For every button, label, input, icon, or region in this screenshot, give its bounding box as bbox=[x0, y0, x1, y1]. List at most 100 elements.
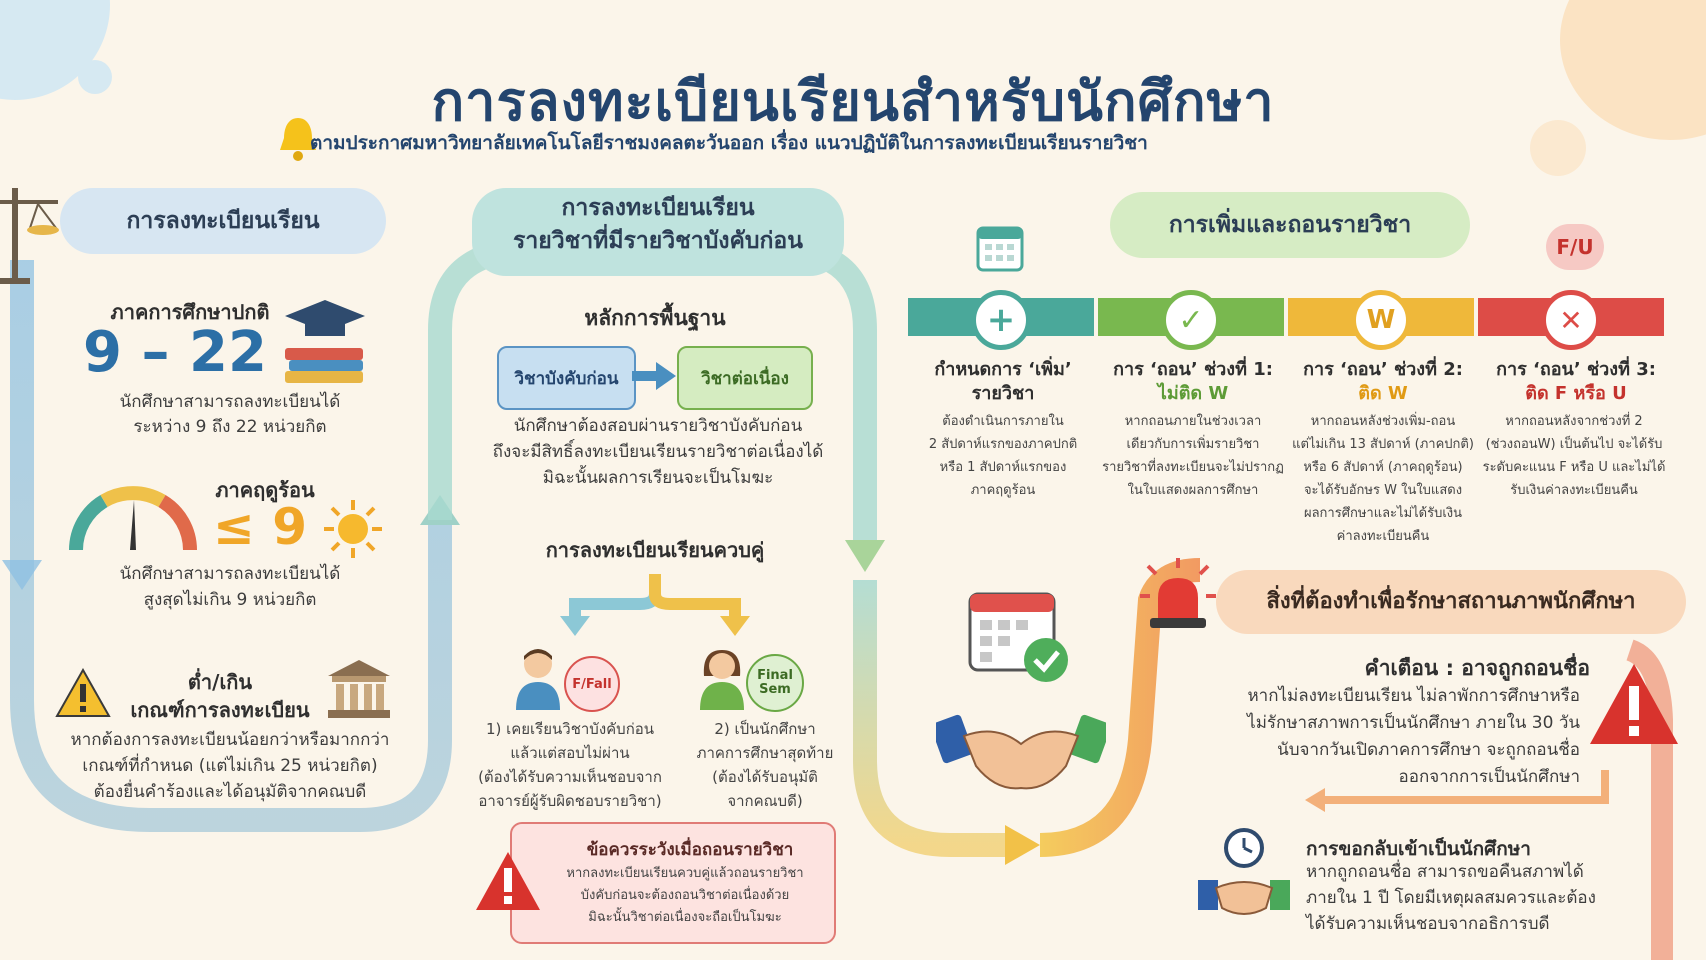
stage-drop1-line1: หากถอนภายในช่วงเวลา bbox=[1124, 414, 1262, 429]
criteria-desc-line3: ต้องยื่นคำร้องและได้อนุมัติจากคณบดี bbox=[93, 782, 367, 802]
scale-icon bbox=[0, 178, 70, 292]
caution-title: ข้อควรระวังเมื่อถอนรายวิชา bbox=[586, 840, 794, 860]
criteria-label-line2: เกณฑ์การลงทะเบียน bbox=[130, 698, 310, 722]
case2-line4: จากคณบดี) bbox=[727, 792, 803, 810]
calendar-check-icon bbox=[966, 584, 1076, 688]
student-male-icon bbox=[512, 646, 564, 714]
criteria-label-line1: ต่ำ/เกิน bbox=[187, 670, 253, 694]
fu-badge: F/U bbox=[1546, 224, 1604, 270]
stage-drop2-title-line2: ติด W bbox=[1358, 383, 1408, 404]
big-alert-icon bbox=[1588, 662, 1680, 750]
stage-drop2-line1: หากถอนหลังช่วงเพิ่ม-ถอน bbox=[1310, 414, 1456, 429]
graduation-books-icon bbox=[280, 298, 370, 392]
add-icon: + bbox=[971, 290, 1031, 350]
stage-drop1-line3: รายวิชาที่ลงทะเบียนจะไม่ปรากฏ bbox=[1102, 460, 1284, 475]
stage-drop1-title-line1: การ ‘ถอน’ ช่วงที่ 1: bbox=[1113, 359, 1273, 380]
stage-drop3-line2: (ช่วงถอนW) เป็นต้นไป จะได้รับ bbox=[1485, 437, 1663, 452]
stage-drop1-line2: เดียวกับการเพิ่มรายวิชา bbox=[1126, 437, 1260, 452]
stage-add-line2: 2 สัปดาห์แรกของภาคปกติ bbox=[928, 437, 1078, 452]
stage-drop1-title-line2: ไม่ติด W bbox=[1157, 383, 1229, 404]
bell-icon bbox=[276, 114, 320, 168]
basics-label: หลักการพื้นฐาน bbox=[584, 306, 726, 330]
bg-dot-right bbox=[1530, 120, 1586, 176]
prereq-course-box: วิชาบังคับก่อน bbox=[497, 346, 636, 410]
check-icon: ✓ bbox=[1161, 290, 1221, 350]
stage-drop3-title-line2: ติด F หรือ U bbox=[1525, 383, 1627, 404]
case1-line3: (ต้องได้รับความเห็นชอบจาก bbox=[478, 768, 662, 786]
page-title: การลงทะเบียนเรียนสำหรับนักศึกษา bbox=[431, 70, 1275, 133]
gauge-icon bbox=[68, 486, 198, 560]
warning-line4: ออกจากการเป็นนักศึกษา bbox=[1398, 767, 1580, 787]
clock-handshake-icon bbox=[1196, 826, 1292, 926]
prereq-heading-line1: การลงทะเบียนเรียน bbox=[561, 195, 755, 221]
bg-dot bbox=[78, 60, 112, 94]
stage-add-title-line2: รายวิชา bbox=[971, 383, 1035, 404]
split-arrows-icon bbox=[550, 574, 760, 648]
regular-desc-line1: นักศึกษาสามารถลงทะเบียนได้ bbox=[119, 392, 341, 412]
calendar-icon bbox=[976, 222, 1024, 276]
stage-drop3-line4: รับเงินค่าลงทะเบียนคืน bbox=[1510, 483, 1638, 498]
stage-drop1-line4: ในใบแสดงผลการศึกษา bbox=[1127, 483, 1259, 498]
stage-drop2-line6: ค่าลงทะเบียนคืน bbox=[1336, 529, 1430, 544]
case1-line2: แล้วแต่สอบไม่ผ่าน bbox=[510, 744, 630, 762]
final-sem-badge-line1: Final bbox=[757, 667, 793, 683]
add-drop-heading: การเพิ่มและถอนรายวิชา bbox=[1110, 192, 1470, 258]
fail-badge: F/Fall bbox=[564, 656, 620, 712]
case2-line1: 2) เป็นนักศึกษา bbox=[714, 720, 816, 738]
stage-drop2-line2: แต่ไม่เกิน 13 สัปดาห์ (ภาคปกติ) bbox=[1292, 437, 1474, 452]
return-line2: ภายใน 1 ปี โดยมีเหตุผลสมควรและต้อง bbox=[1306, 888, 1596, 908]
stage-drop2-line3: หรือ 6 สัปดาห์ (ภาคฤดูร้อน) bbox=[1303, 460, 1463, 475]
regular-desc-line2: ระหว่าง 9 ถึง 22 หน่วยกิต bbox=[133, 417, 327, 437]
stage-drop2-title-line1: การ ‘ถอน’ ช่วงที่ 2: bbox=[1303, 359, 1463, 380]
return-line3: ได้รับความเห็นชอบจากอธิการบดี bbox=[1306, 914, 1550, 934]
stage-add-line3: หรือ 1 สัปดาห์แรกของ bbox=[939, 460, 1067, 475]
stage-drop2-line4: จะได้รับอักษร W ในใบแสดง bbox=[1303, 483, 1463, 498]
stage-add-title-line1: กำหนดการ ‘เพิ่ม’ bbox=[934, 359, 1072, 380]
next-course-box: วิชาต่อเนื่อง bbox=[677, 346, 813, 410]
summer-semester-label: ภาคฤดูร้อน bbox=[215, 478, 315, 502]
stage-add-line4: ภาคฤดูร้อน bbox=[970, 483, 1036, 498]
basics-desc-line3: มิฉะนั้นผลการเรียนจะเป็นโมฆะ bbox=[542, 468, 774, 488]
criteria-desc-line1: หากต้องการลงทะเบียนน้อยกว่าหรือมากกว่า bbox=[70, 730, 390, 750]
final-sem-badge: Final Sem bbox=[746, 654, 804, 712]
arrow-right-icon bbox=[632, 362, 676, 394]
basics-desc-line2: ถึงจะมีสิทธิ์ลงทะเบียนเรียนรายวิชาต่อเนื… bbox=[492, 442, 824, 462]
page-subtitle: ตามประกาศมหาวิทยาลัยเทคโนโลยีราชมงคลตะวั… bbox=[310, 132, 1148, 154]
stage-add-line1: ต้องดำเนินการภายใน bbox=[942, 414, 1064, 429]
handshake-icon bbox=[930, 696, 1112, 800]
w-grade-icon: W bbox=[1351, 290, 1411, 350]
warning-line2: ไม่รักษาสภาพการเป็นนักศึกษา ภายใน 30 วัน bbox=[1247, 713, 1580, 733]
caution-box bbox=[510, 822, 836, 944]
case1-line1: 1) เคยเรียนวิชาบังคับก่อน bbox=[485, 720, 655, 738]
case2-line3: (ต้องได้รับอนุมัติ bbox=[712, 768, 818, 786]
basics-desc-line1: นักศึกษาต้องสอบผ่านรายวิชาบังคับก่อน bbox=[513, 416, 803, 436]
return-line1: หากถูกถอนชื่อ สามารถขอคืนสภาพได้ bbox=[1306, 862, 1584, 882]
prereq-heading: การลงทะเบียนเรียน รายวิชาที่มีรายวิชาบัง… bbox=[472, 188, 844, 276]
stage-drop2-line5: ผลการศึกษาและไม่ได้รับเงิน bbox=[1303, 506, 1463, 521]
caution-line3: มิฉะนั้นวิชาต่อเนื่องจะถือเป็นโมฆะ bbox=[588, 910, 782, 925]
concurrent-label: การลงทะเบียนเรียนควบคู่ bbox=[545, 538, 765, 562]
student-female-icon bbox=[696, 646, 748, 714]
caution-alert-icon bbox=[474, 850, 542, 916]
warning-line1: หากไม่ลงทะเบียนเรียน ไม่ลาพักการศึกษาหรื… bbox=[1247, 686, 1580, 706]
stage-drop3-line1: หากถอนหลังจากช่วงที่ 2 bbox=[1505, 414, 1643, 429]
criteria-desc-line2: เกณฑ์ที่กำหนด (แต่ไม่เกิน 25 หน่วยกิต) bbox=[82, 756, 378, 776]
university-building-icon bbox=[326, 658, 392, 724]
regular-semester-label: ภาคการศึกษาปกติ bbox=[110, 300, 270, 324]
caution-line1: หากลงทะเบียนเรียนควบคู่แล้วถอนรายวิชา bbox=[566, 866, 804, 881]
case1-line4: อาจารย์ผู้รับผิดชอบรายวิชา) bbox=[478, 792, 662, 810]
x-icon: ✕ bbox=[1541, 290, 1601, 350]
regular-credit-range: 9 – 22 bbox=[83, 320, 267, 385]
summer-desc-line1: นักศึกษาสามารถลงทะเบียนได้ bbox=[119, 564, 341, 584]
case2-line2: ภาคการศึกษาสุดท้าย bbox=[696, 744, 834, 762]
warning-line3: นับจากวันเปิดภาคการศึกษา จะถูกถอนชื่อ bbox=[1277, 740, 1580, 760]
status-heading: สิ่งที่ต้องทำเพื่อรักษาสถานภาพนักศึกษา bbox=[1216, 570, 1686, 634]
caution-line2: บังคับก่อนจะต้องถอนวิชาต่อเนื่องด้วย bbox=[580, 888, 790, 903]
siren-icon bbox=[1138, 556, 1218, 634]
stage-drop3-line3: ระดับคะแนน F หรือ U และไม่ได้ bbox=[1482, 460, 1666, 475]
stage-drop3-title-line1: การ ‘ถอน’ ช่วงที่ 3: bbox=[1496, 359, 1656, 380]
return-title: การขอกลับเข้าเป็นนักศึกษา bbox=[1306, 838, 1531, 860]
warning-icon bbox=[55, 667, 111, 722]
prereq-heading-line2: รายวิชาที่มีรายวิชาบังคับก่อน bbox=[513, 228, 803, 255]
warning-title: คำเตือน : อาจถูกถอนชื่อ bbox=[1364, 656, 1590, 680]
